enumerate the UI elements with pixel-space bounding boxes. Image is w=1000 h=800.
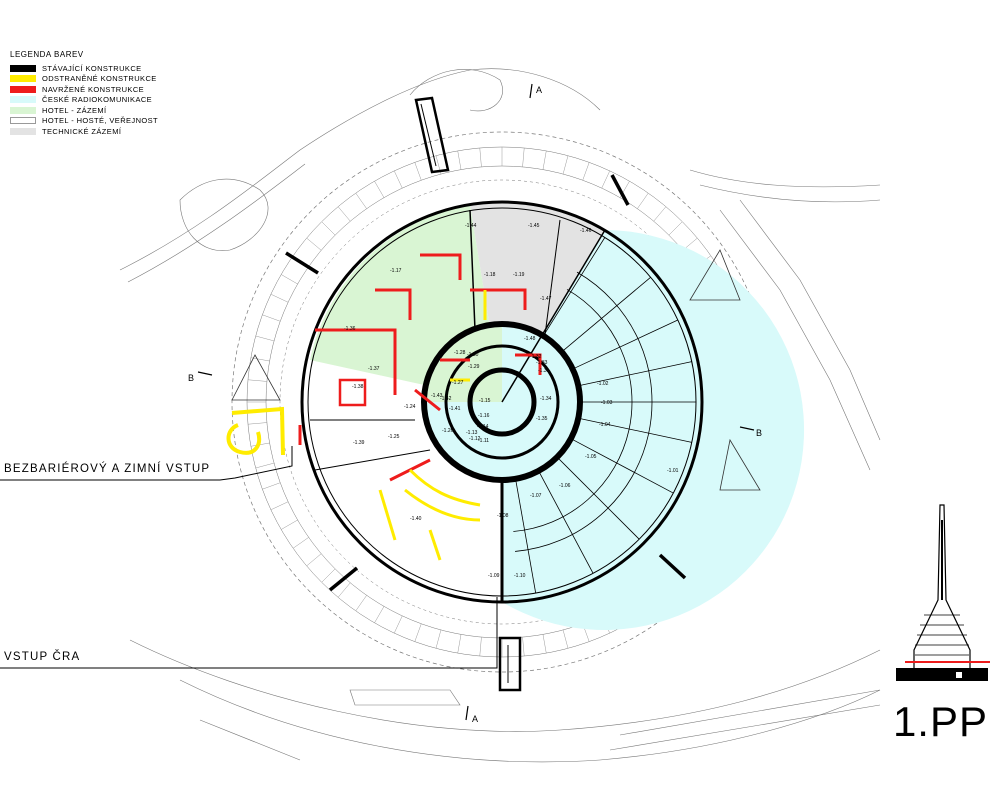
room-label: -1.32 <box>530 354 542 360</box>
room-label: -1.35 <box>536 416 548 422</box>
legend-swatch <box>10 96 36 104</box>
room-label: -1.26 <box>442 428 454 434</box>
legend-swatch <box>10 85 36 93</box>
room-label: -1.03 <box>601 400 613 406</box>
barrier-free-entrance-callout: BEZBARIÉROVÝ A ZIMNÍ VSTUP <box>4 463 211 475</box>
existing-walls <box>300 200 704 604</box>
room-label: -1.19 <box>513 272 525 278</box>
legend-item: HOTEL - HOSTÉ, VEŘEJNOST <box>10 116 158 127</box>
legend-title: LEGENDA BAREV <box>10 50 84 59</box>
legend-item: HOTEL - ZÁZEMÍ <box>10 105 158 116</box>
room-label: -1.12 <box>469 436 481 442</box>
legend-item: ODSTRANĚNÉ KONSTRUKCE <box>10 74 158 85</box>
legend-item: STÁVAJÍCÍ KONSTRUKCE <box>10 63 158 74</box>
room-label: -1.40 <box>410 516 422 522</box>
room-label: -1.10 <box>514 573 526 579</box>
room-label: -1.38 <box>352 384 364 390</box>
legend-swatch <box>10 127 36 135</box>
room-label: -1.15 <box>479 398 491 404</box>
room-label: -1.43 <box>431 393 443 399</box>
room-label: -1.24 <box>404 404 416 410</box>
room-label: -1.44 <box>465 223 477 229</box>
room-label: -1.45 <box>528 223 540 229</box>
room-label: -1.01 <box>667 468 679 474</box>
room-label: -1.34 <box>540 396 552 402</box>
legend-item: TECHNICKÉ ZÁZEMÍ <box>10 126 158 137</box>
legend-swatch <box>10 117 36 125</box>
section-b-right: B <box>756 428 762 438</box>
legend-item: NAVRŽENÉ KONSTRUKCE <box>10 84 158 95</box>
room-label: -1.30 <box>467 352 479 358</box>
room-label: -1.31 <box>538 368 550 374</box>
room-label: -1.39 <box>353 440 365 446</box>
tower-silhouette-icon <box>896 504 990 681</box>
room-label: -1.27 <box>452 380 464 386</box>
room-label: -1.48 <box>524 336 536 342</box>
legend-swatch <box>10 75 36 83</box>
room-label: -1.07 <box>530 493 542 499</box>
removed-constructions <box>226 290 487 561</box>
section-a-bottom: A <box>472 714 478 724</box>
room-label: -1.41 <box>449 406 461 412</box>
legend-label: HOTEL - ZÁZEMÍ <box>42 105 107 115</box>
callout-leaders <box>0 446 498 669</box>
legend-label: ODSTRANĚNÉ KONSTRUKCE <box>42 74 157 84</box>
room-label: -1.46 <box>580 228 592 234</box>
section-a-top: A <box>536 85 542 95</box>
cra-entrance-callout: VSTUP ČRA <box>4 651 81 663</box>
cra-partitions <box>513 237 696 594</box>
legend-swatch <box>10 64 36 72</box>
site-context <box>119 68 881 763</box>
room-label: -1.14 <box>477 424 489 430</box>
section-markers <box>197 83 755 721</box>
room-label: -1.25 <box>388 434 400 440</box>
room-label: -1.17 <box>390 268 402 274</box>
room-label: -1.28 <box>454 350 466 356</box>
legend-label: TECHNICKÉ ZÁZEMÍ <box>42 126 122 136</box>
room-label: -1.02 <box>597 381 609 387</box>
floor-label: 1.PP <box>892 698 988 745</box>
room-label: -1.36 <box>344 326 356 332</box>
legend-swatch <box>10 106 36 114</box>
room-label: -1.05 <box>585 454 597 460</box>
pylons <box>285 96 687 692</box>
proposed-constructions <box>298 253 542 482</box>
room-label: -1.09 <box>488 573 500 579</box>
legend-label: NAVRŽENÉ KONSTRUKCE <box>42 84 145 94</box>
room-label: -1.37 <box>368 366 380 372</box>
room-label: -1.06 <box>559 483 571 489</box>
room-label: -1.08 <box>497 513 509 519</box>
legend-item: ČESKÉ RADIOKOMUNIKACE <box>10 95 158 106</box>
legend-label: STÁVAJÍCÍ KONSTRUKCE <box>42 63 142 73</box>
color-legend: LEGENDA BAREV STÁVAJÍCÍ KONSTRUKCE ODSTR… <box>10 50 158 137</box>
room-label: -1.47 <box>540 296 552 302</box>
room-label: -1.33 <box>536 360 548 366</box>
legend-label: ČESKÉ RADIOKOMUNIKACE <box>42 95 153 105</box>
room-label: -1.11 <box>478 438 489 444</box>
section-b-left: B <box>188 373 194 383</box>
room-label: -1.13 <box>466 430 478 436</box>
zone-cra <box>502 230 805 630</box>
room-label: -1.16 <box>478 413 490 419</box>
room-label: -1.29 <box>468 364 480 370</box>
legend-label: HOTEL - HOSTÉ, VEŘEJNOST <box>42 116 159 126</box>
room-label: -1.42 <box>440 396 452 402</box>
room-label: -1.04 <box>599 422 611 428</box>
room-label: -1.18 <box>484 272 496 278</box>
